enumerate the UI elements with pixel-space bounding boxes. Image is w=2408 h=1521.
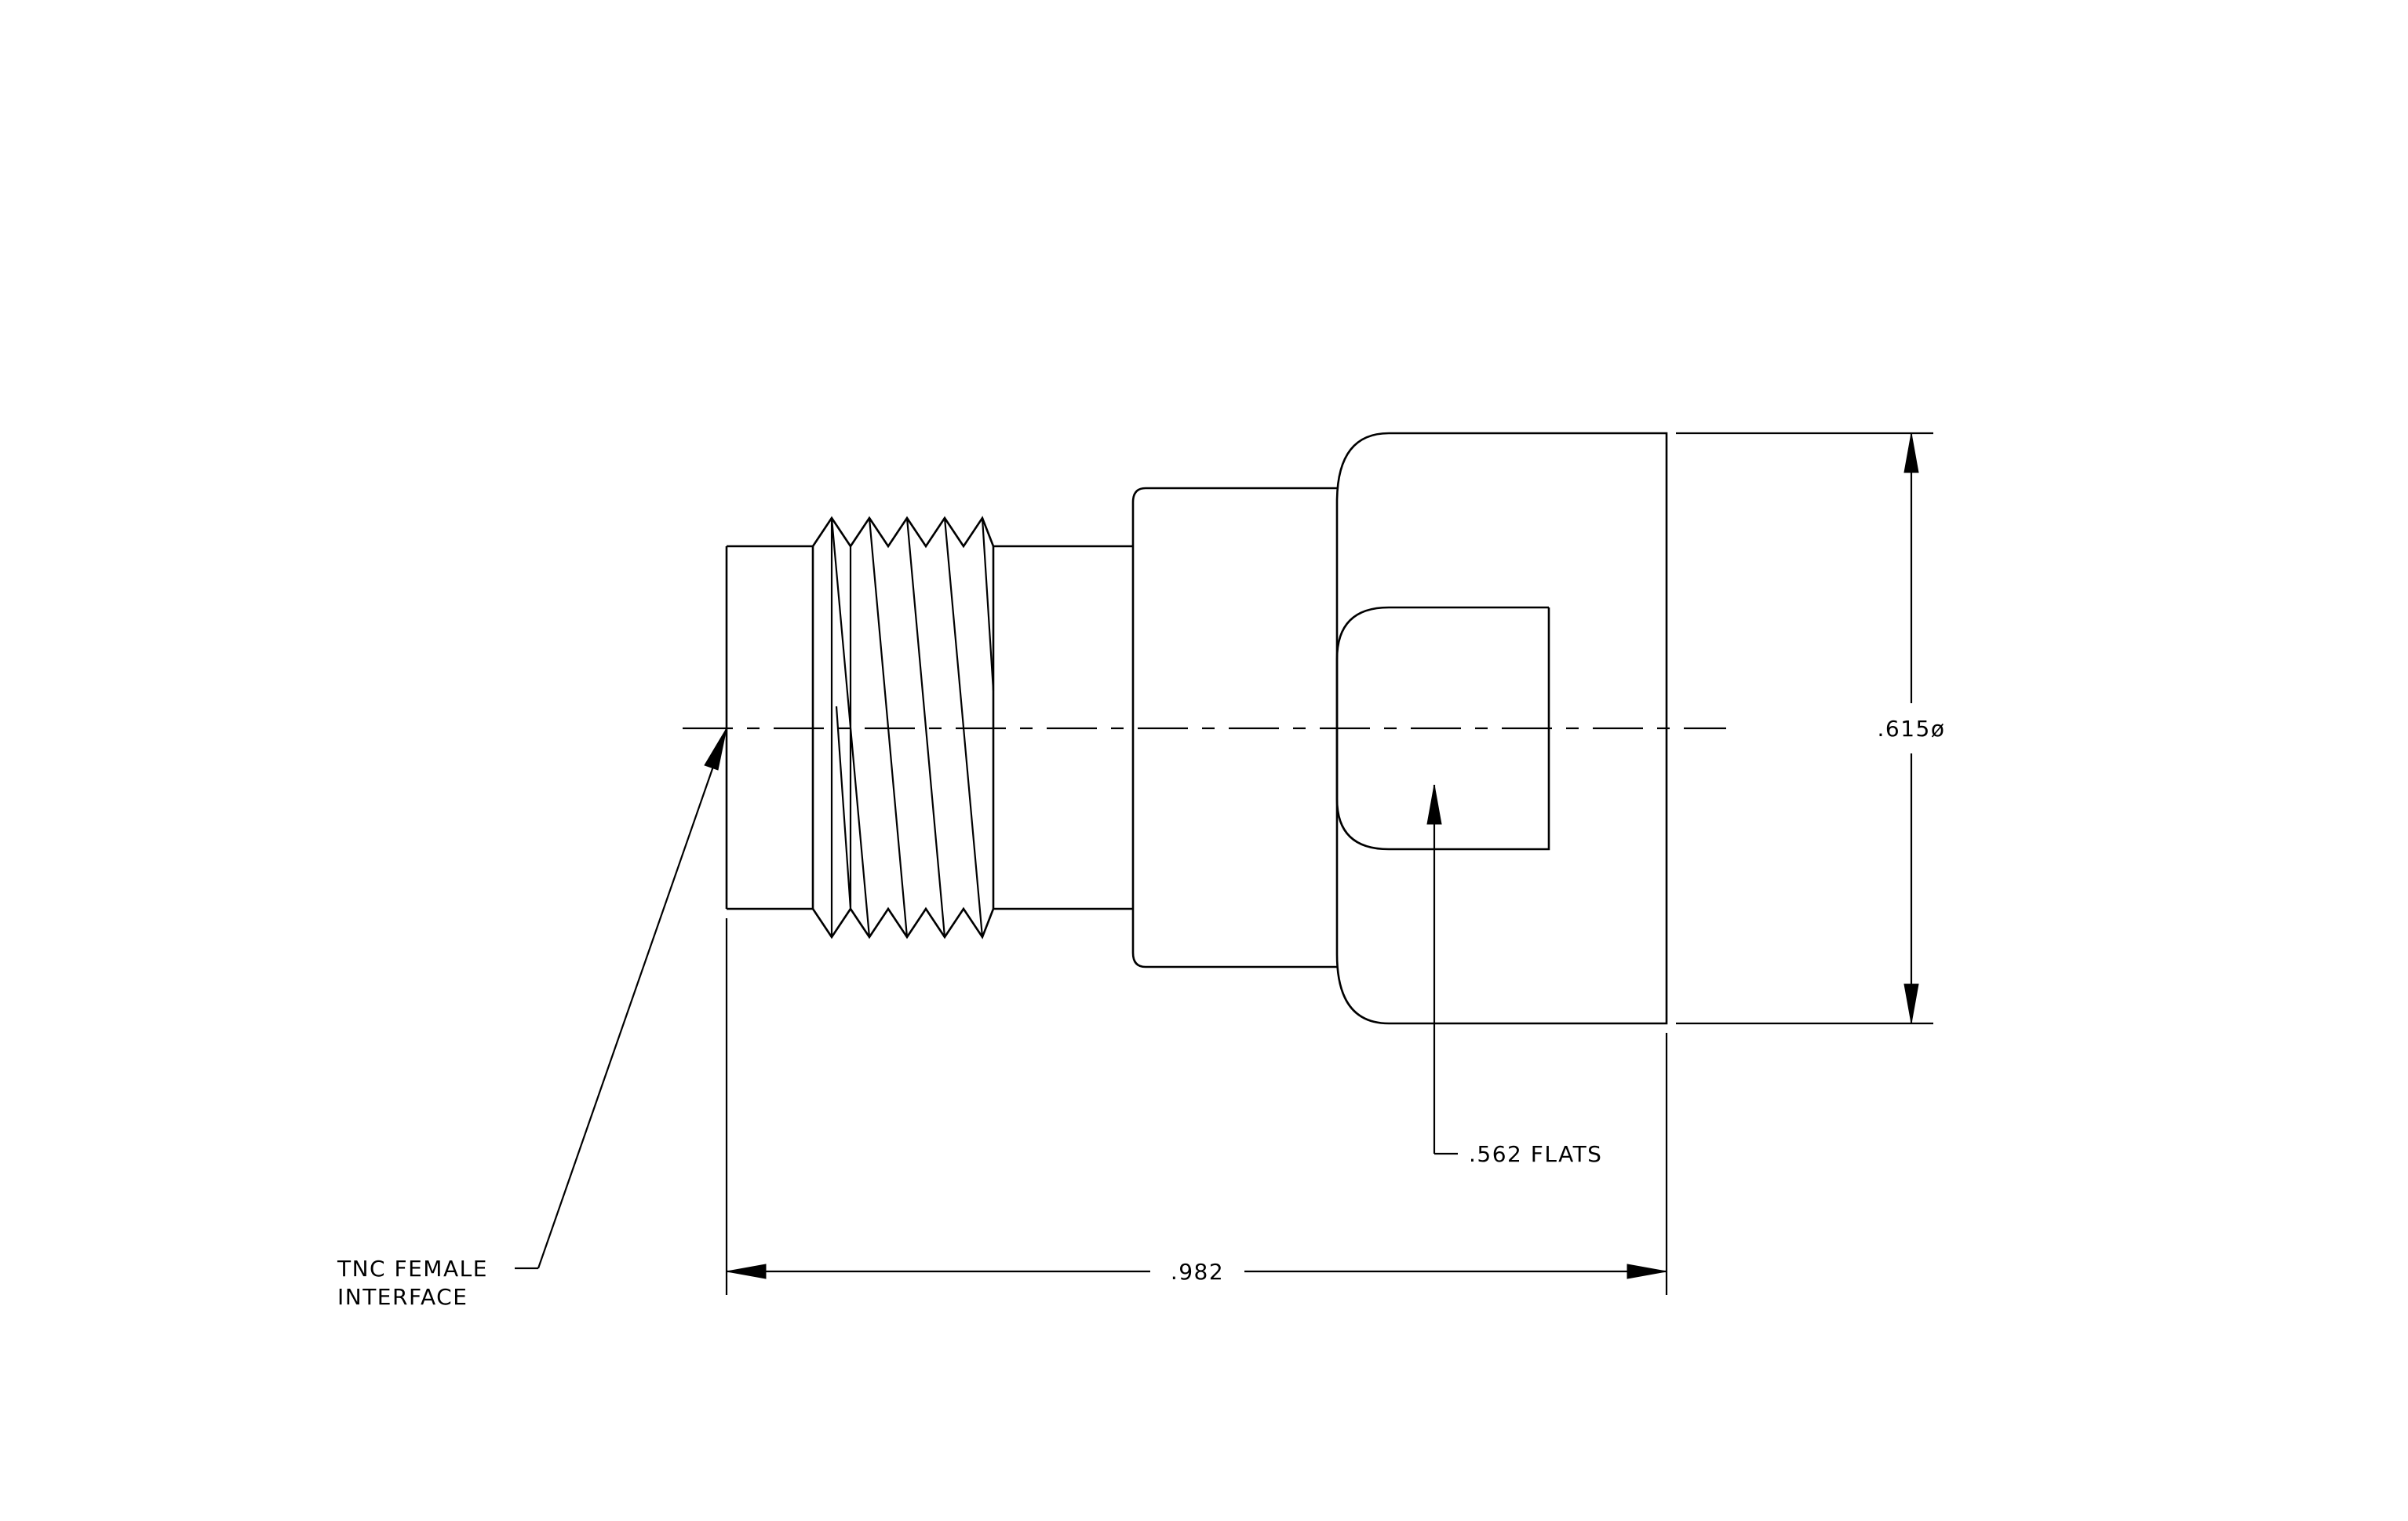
diameter-dimension: .615ø [1676,432,1946,1025]
arrowhead-top [1903,432,1919,473]
hex-nut [1335,432,1668,1025]
length-dimension: .982 [725,918,1668,1295]
interface-leader: TNC FEMALE INTERFACE [337,728,728,1310]
arrowhead-left [726,1264,767,1279]
flats-leader: .562 FLATS [1426,784,1602,1167]
middle-body [1131,487,1337,968]
flats-callout: .562 FLATS [1469,1141,1602,1167]
neck [993,545,1133,910]
interface-arrowhead [704,728,727,771]
diameter-value: .615ø [1878,716,1946,742]
hex-flat [1335,606,1550,851]
interface-callout-line1: TNC FEMALE [337,1256,488,1282]
arrowhead-bottom [1903,983,1919,1024]
thread-crest-bottom [811,906,995,939]
thread-crest-top [811,516,995,549]
interface-callout-line2: INTERFACE [337,1284,468,1310]
length-value: .982 [1171,1259,1224,1285]
interface-leader-line [537,728,728,1269]
arrowhead-right [1627,1264,1667,1279]
flats-arrowhead [1426,784,1442,825]
